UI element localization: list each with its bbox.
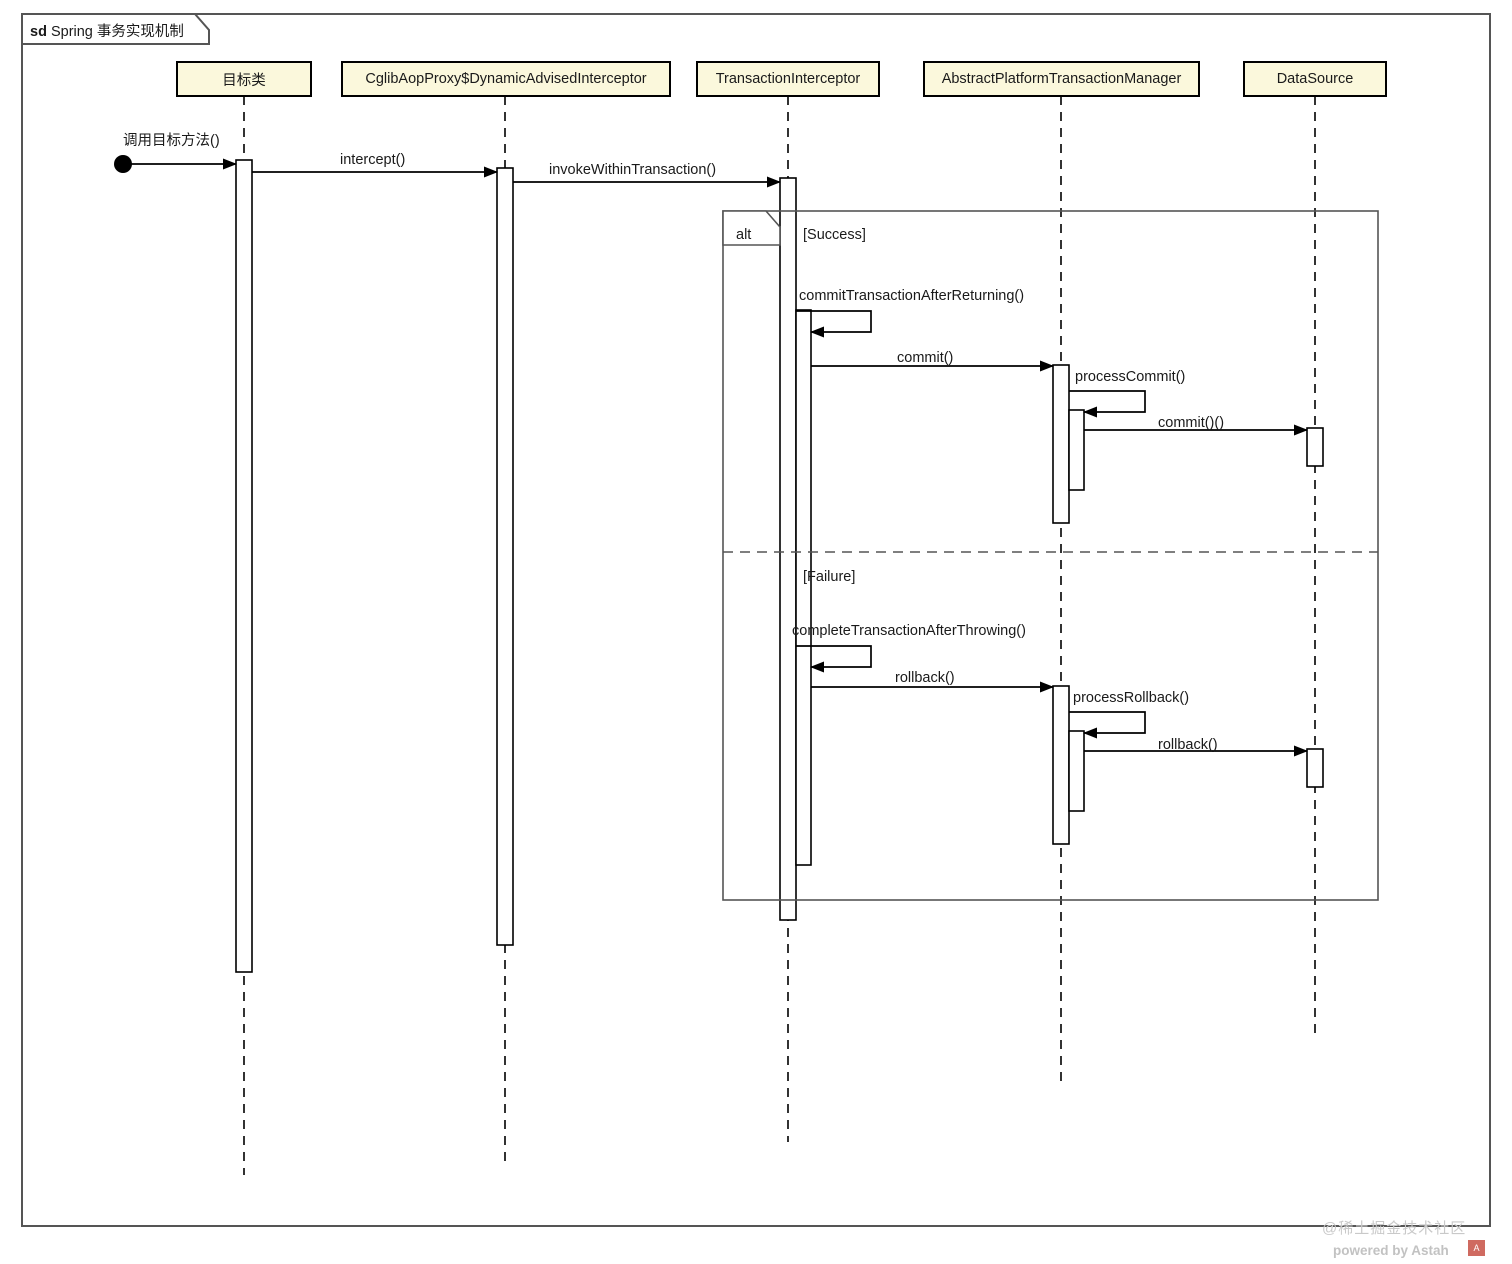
alt-operator-label: alt xyxy=(736,227,752,243)
activation-txmanager-commit xyxy=(1052,364,1070,524)
message-label-invoke: invokeWithinTransaction() xyxy=(549,162,717,178)
activation-target xyxy=(235,159,253,973)
lifeline-head-datasource[interactable]: DataSource xyxy=(1243,61,1387,97)
arrow-process-commit xyxy=(1069,390,1146,418)
activation-datasource-commit xyxy=(1306,427,1324,467)
guard-failure: [Failure] xyxy=(803,569,856,585)
guard-success: [Success] xyxy=(803,227,866,243)
lifeline-label-interceptor: TransactionInterceptor xyxy=(715,71,861,87)
watermark-community: @稀土掘金技术社区 xyxy=(1322,1220,1467,1237)
message-label-commit: commit() xyxy=(897,350,954,366)
lifeline-head-cglib[interactable]: CglibAopProxy$DynamicAdvisedInterceptor xyxy=(341,61,671,97)
message-label-rollback: rollback() xyxy=(895,670,955,686)
message-label-rollback-ds: rollback() xyxy=(1158,737,1218,753)
lifeline-label-datasource: DataSource xyxy=(1276,71,1354,87)
activation-datasource-rollback xyxy=(1306,748,1324,788)
frame-keyword: sd xyxy=(30,24,47,40)
frame-label: sd Spring 事务实现机制 xyxy=(30,20,184,41)
message-label-commit-after-returning: commitTransactionAfterReturning() xyxy=(799,288,1025,304)
arrow-commit-after-returning xyxy=(796,310,872,338)
activation-interceptor-commit xyxy=(795,309,812,866)
activation-txmanager-rollback xyxy=(1052,685,1070,845)
activation-txmanager-rollback-nested xyxy=(1068,730,1085,812)
message-label-process-rollback: processRollback() xyxy=(1073,690,1190,706)
activation-interceptor-outer xyxy=(779,177,797,921)
lifeline-head-interceptor[interactable]: TransactionInterceptor xyxy=(696,61,880,97)
lifeline-label-target: 目标类 xyxy=(222,72,266,89)
arrow-process-rollback xyxy=(1069,711,1146,739)
message-label-complete-after-throwing: completeTransactionAfterThrowing() xyxy=(792,623,1026,639)
message-label-intercept: intercept() xyxy=(340,152,406,168)
activation-bars xyxy=(235,159,1324,973)
activation-cglib xyxy=(496,167,514,946)
lifeline-head-txmanager[interactable]: AbstractPlatformTransactionManager xyxy=(923,61,1200,97)
activation-txmanager-commit-nested xyxy=(1068,409,1085,491)
diagram-frame xyxy=(21,13,1491,1227)
astah-logo-icon: A xyxy=(1468,1240,1485,1256)
arrow-complete-after-throwing xyxy=(796,645,872,673)
lifeline-label-cglib: CglibAopProxy$DynamicAdvisedInterceptor xyxy=(365,71,647,87)
alt-fragment xyxy=(722,210,1379,901)
message-label-commit-ds: commit()() xyxy=(1158,415,1225,431)
lifeline-head-target[interactable]: 目标类 xyxy=(176,61,312,97)
message-label-process-commit: processCommit() xyxy=(1075,369,1186,385)
frame-title: Spring 事务实现机制 xyxy=(50,24,184,40)
message-arrows xyxy=(123,158,1308,757)
watermark-powered-by: powered by Astah xyxy=(1333,1243,1449,1258)
message-label-call-target: 调用目标方法() xyxy=(123,133,220,149)
lifeline-label-txmanager: AbstractPlatformTransactionManager xyxy=(941,71,1182,87)
